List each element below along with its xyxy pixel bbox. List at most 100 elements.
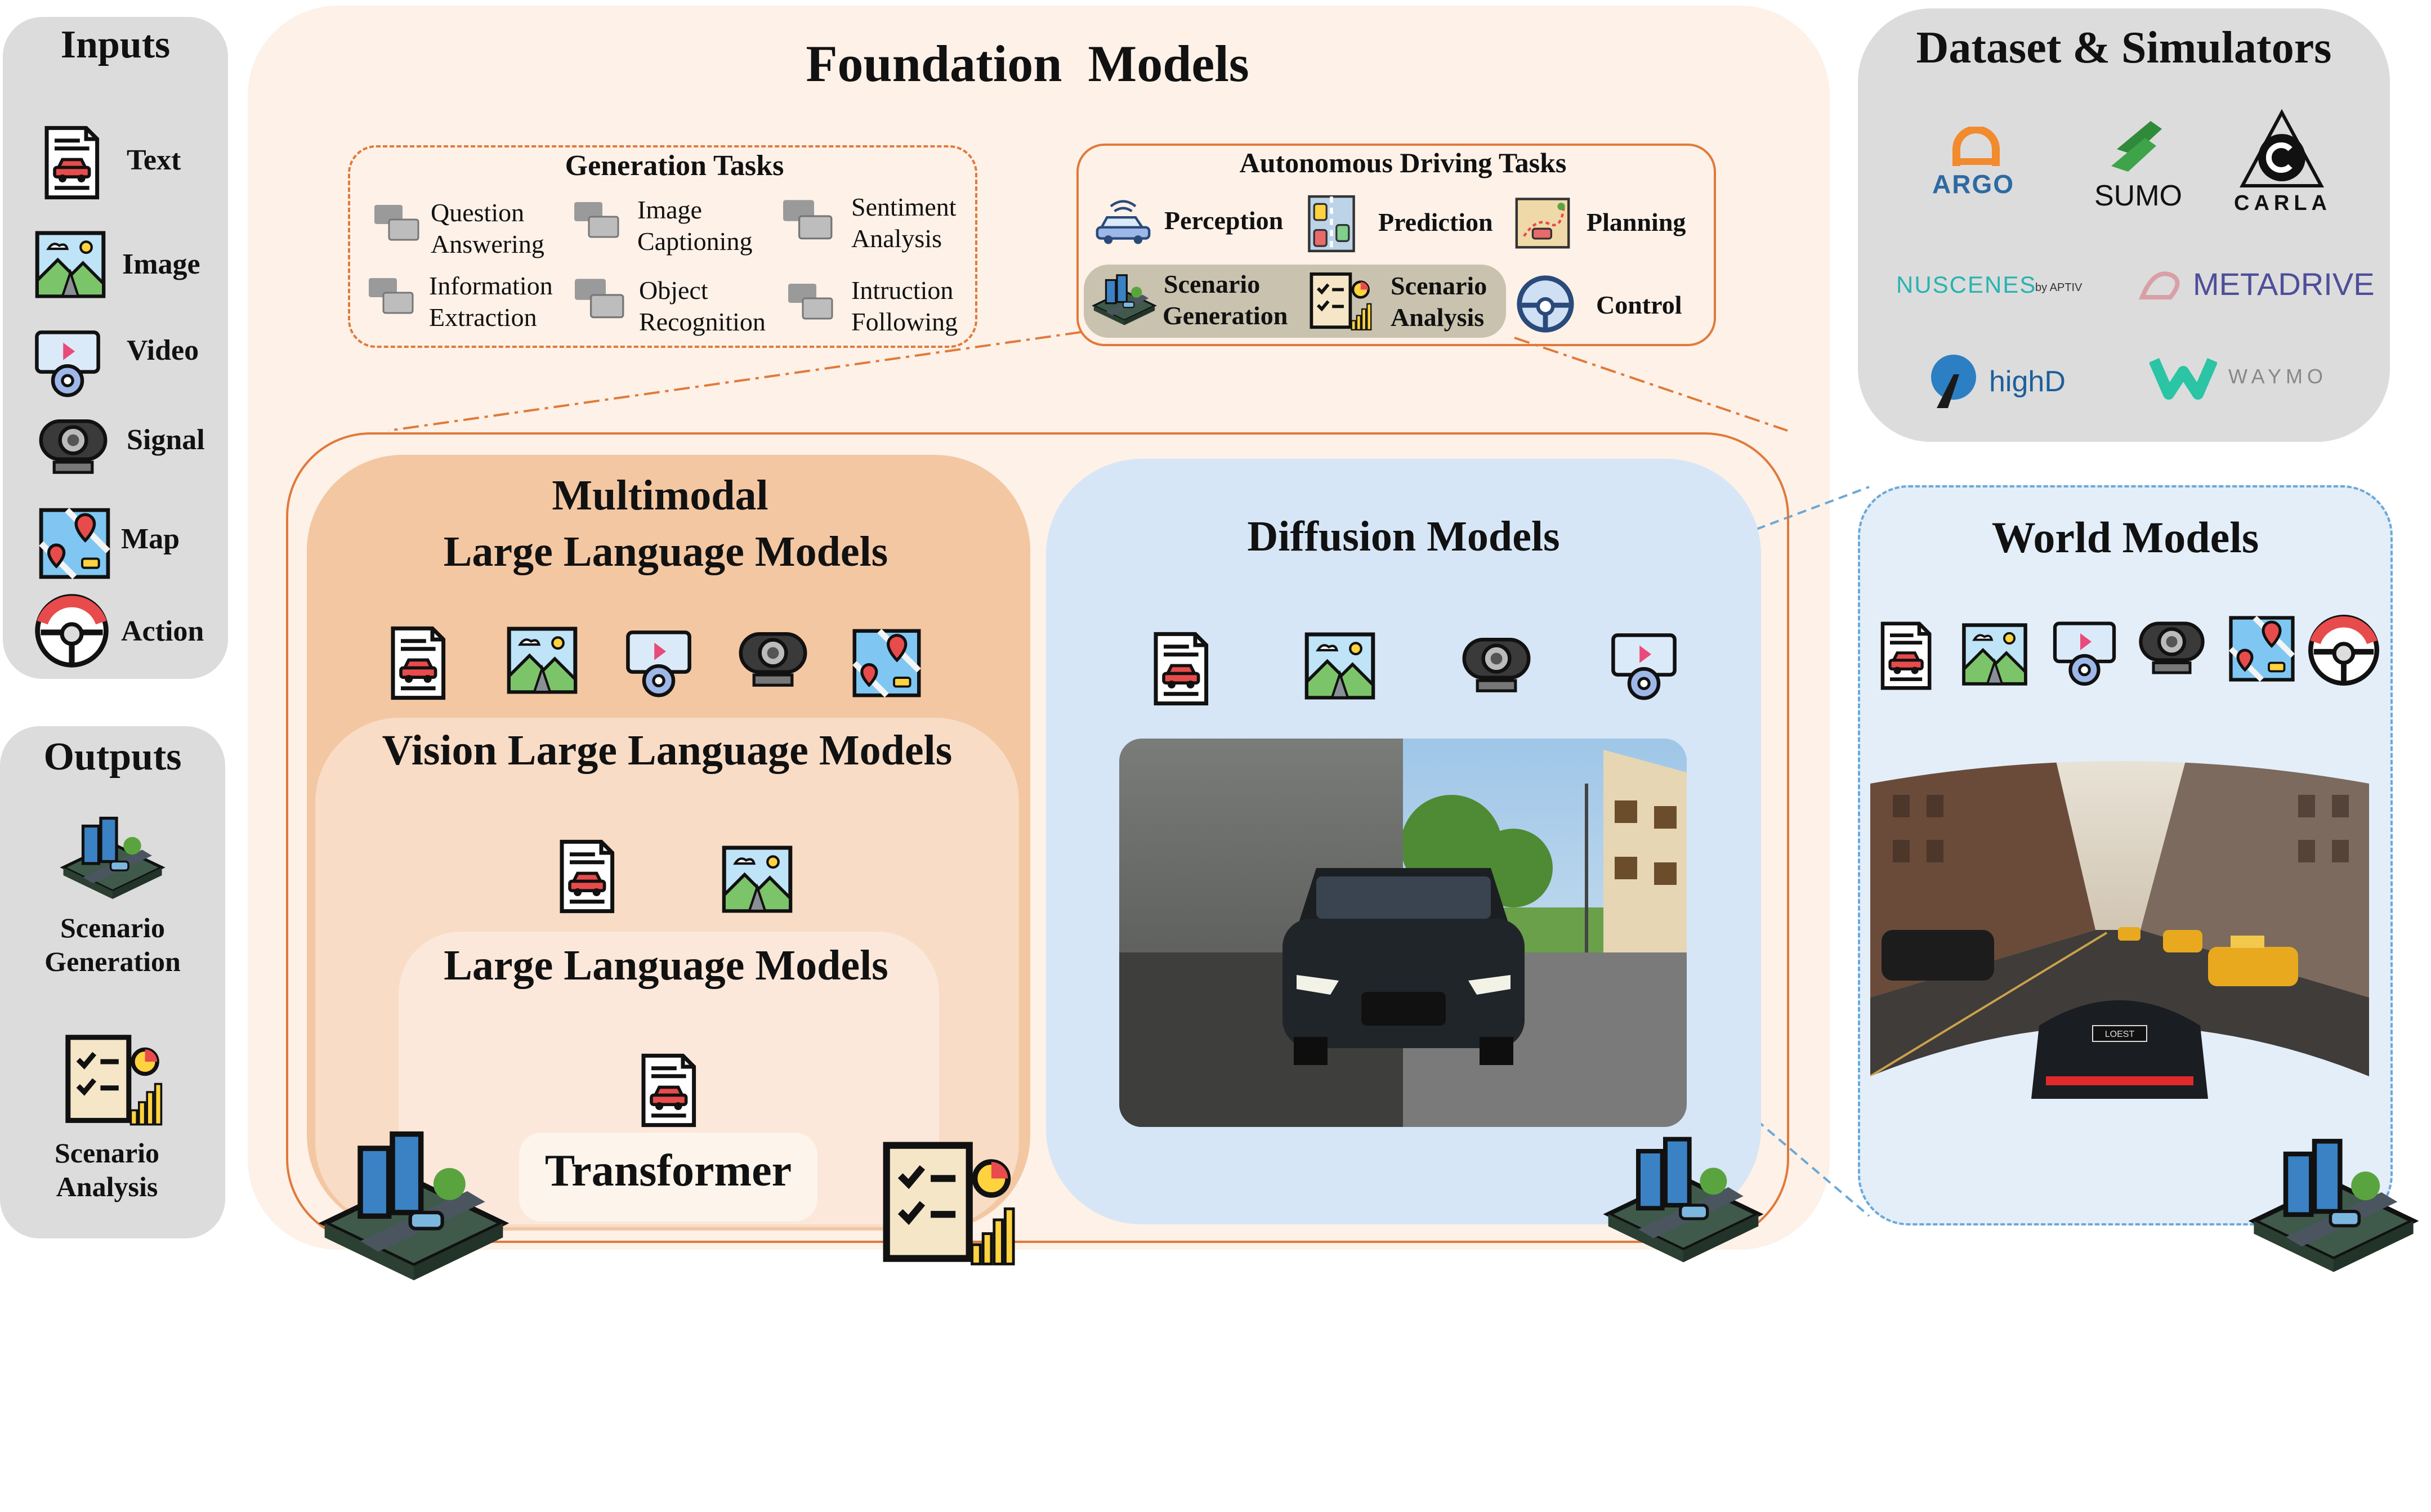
ad-perception-label: Perception [1164,205,1283,235]
gen-obj-line1: Object [639,275,766,306]
world-action-icon [2304,611,2383,690]
sentiment-analysis-icon [777,191,839,253]
document-car-icon [31,120,110,205]
nuscenes-by-aptiv-text: by APTIV [2035,281,2082,294]
highd-icon [1925,352,1982,414]
map-pin-icon [37,506,113,581]
world-map-icon [2227,614,2297,684]
llm-title: Large Language Models [399,941,933,990]
input-label-signal: Signal [127,423,205,457]
output-gen-line2: Generation [11,945,214,978]
argo-logo-text: ARGO [1932,169,2014,199]
city-road-diffusion-icon [1593,1112,1773,1281]
input-label-image: Image [122,248,200,281]
gen-task-caption: Image Captioning [637,194,752,257]
carla-logo [2234,107,2330,197]
gen-qa-line1: Question [431,197,544,229]
gen-qa-line2: Answering [431,229,544,260]
perception-icon [1089,191,1157,253]
gen-task-sentiment: Sentiment Analysis [851,191,957,254]
carla-logo-text: CARLA [2234,191,2331,216]
sumo-logo [2100,115,2179,177]
diffusion-text-icon [1140,627,1219,711]
diffusion-title: Diffusion Models [1046,512,1761,561]
gen-cap-line1: Image [637,194,752,226]
gen-sent-line2: Analysis [851,223,957,254]
diffusion-car-image [1119,739,1687,1127]
waymo-logo-text: WAYMO [2228,365,2327,388]
mllm-signal-icon [731,624,815,697]
vllm-title: Vision Large Language Models [315,726,1019,775]
input-label-text: Text [127,144,181,177]
world-signal-icon [2131,614,2213,684]
nuscenes-logo-text: NUSCENES [1896,271,2036,298]
planning-icon [1512,191,1574,256]
diffusion-signal-icon [1454,629,1539,703]
output-label-scenario-generation: Scenario Generation [11,911,214,978]
ad-control-label: Control [1596,290,1682,320]
foundation-models-title: Foundation Models [248,34,1807,93]
object-recognition-icon [569,270,631,332]
steering-wheel-icon [31,590,113,672]
highd-logo-text: highD [1989,365,2066,399]
gen-ext-line1: Information [429,270,553,302]
world-video-icon [2049,614,2120,692]
datasets-title: Dataset & Simulators [1858,23,2390,74]
inputs-title: Inputs [3,23,228,68]
mllm-title-line1: Multimodal [307,467,1013,524]
output-ana-line2: Analysis [6,1170,208,1204]
diffusion-image-icon [1301,627,1379,705]
mllm-text-icon [377,621,456,705]
diffusion-video-icon [1607,627,1681,705]
waymo-icon [2150,355,2217,400]
gen-ins-line1: Intruction [851,275,958,306]
gen-ins-line2: Following [851,306,958,338]
ad-planning-label: Planning [1587,207,1686,237]
gen-task-object: Object Recognition [639,275,766,338]
vllm-image-icon [718,840,797,919]
mllm-title: Multimodal Large Language Models [307,467,1025,580]
output-label-scenario-analysis: Scenario Analysis [6,1136,208,1204]
mllm-title-line2: Large Language Models [307,524,1025,580]
input-label-video: Video [127,334,199,367]
outputs-title: Outputs [0,735,225,780]
world-image-icon [1958,616,2031,692]
world-text-icon [1868,614,1941,698]
metadrive-logo-text: METADRIVE [2193,266,2375,302]
city-road-world-icon [2238,1117,2429,1286]
metadrive-icon [2137,263,2187,308]
input-label-map: Map [121,522,180,556]
ad-tasks-title: Autonomous Driving Tasks [1076,146,1730,179]
scenario-generation-icon [1088,265,1161,332]
car-plate-text: LOEST [2105,1030,2135,1039]
question-answering-icon [369,197,425,253]
ad-prediction-label: Prediction [1378,207,1493,237]
gen-sent-line1: Sentiment [851,191,957,223]
ad-gen-line1: Scenario [1163,269,1288,300]
checklist-chart-decor-icon [864,1137,1030,1275]
world-models-title: World Models [1858,512,2393,563]
control-wheel-icon [1514,273,1576,335]
transformer-title: Transformer [519,1146,817,1197]
gen-task-extraction: Information Extraction [429,270,553,333]
ad-scenario-analysis-label: Scenario Analysis [1391,270,1487,333]
generation-tasks-title: Generation Tasks [348,149,1001,182]
mllm-map-icon [850,627,923,700]
city-road-icon [53,805,172,906]
prediction-icon [1301,189,1362,259]
ad-ana-line2: Analysis [1391,302,1487,333]
ad-gen-line2: Generation [1163,300,1288,332]
gen-obj-line2: Recognition [639,306,766,338]
checklist-chart-icon [53,1031,172,1133]
output-ana-line1: Scenario [6,1136,208,1170]
input-label-action: Action [121,615,204,648]
gen-cap-line2: Captioning [637,226,752,257]
city-road-decor-icon [307,1112,521,1292]
llm-text-icon [628,1048,707,1133]
world-street-image: LOEST [1870,761,2369,1127]
ad-ana-line1: Scenario [1391,270,1487,302]
video-steering-icon [31,324,104,402]
camera-sensor-icon [31,411,115,484]
vllm-text-icon [546,834,625,919]
scenario-analysis-icon [1301,270,1379,335]
